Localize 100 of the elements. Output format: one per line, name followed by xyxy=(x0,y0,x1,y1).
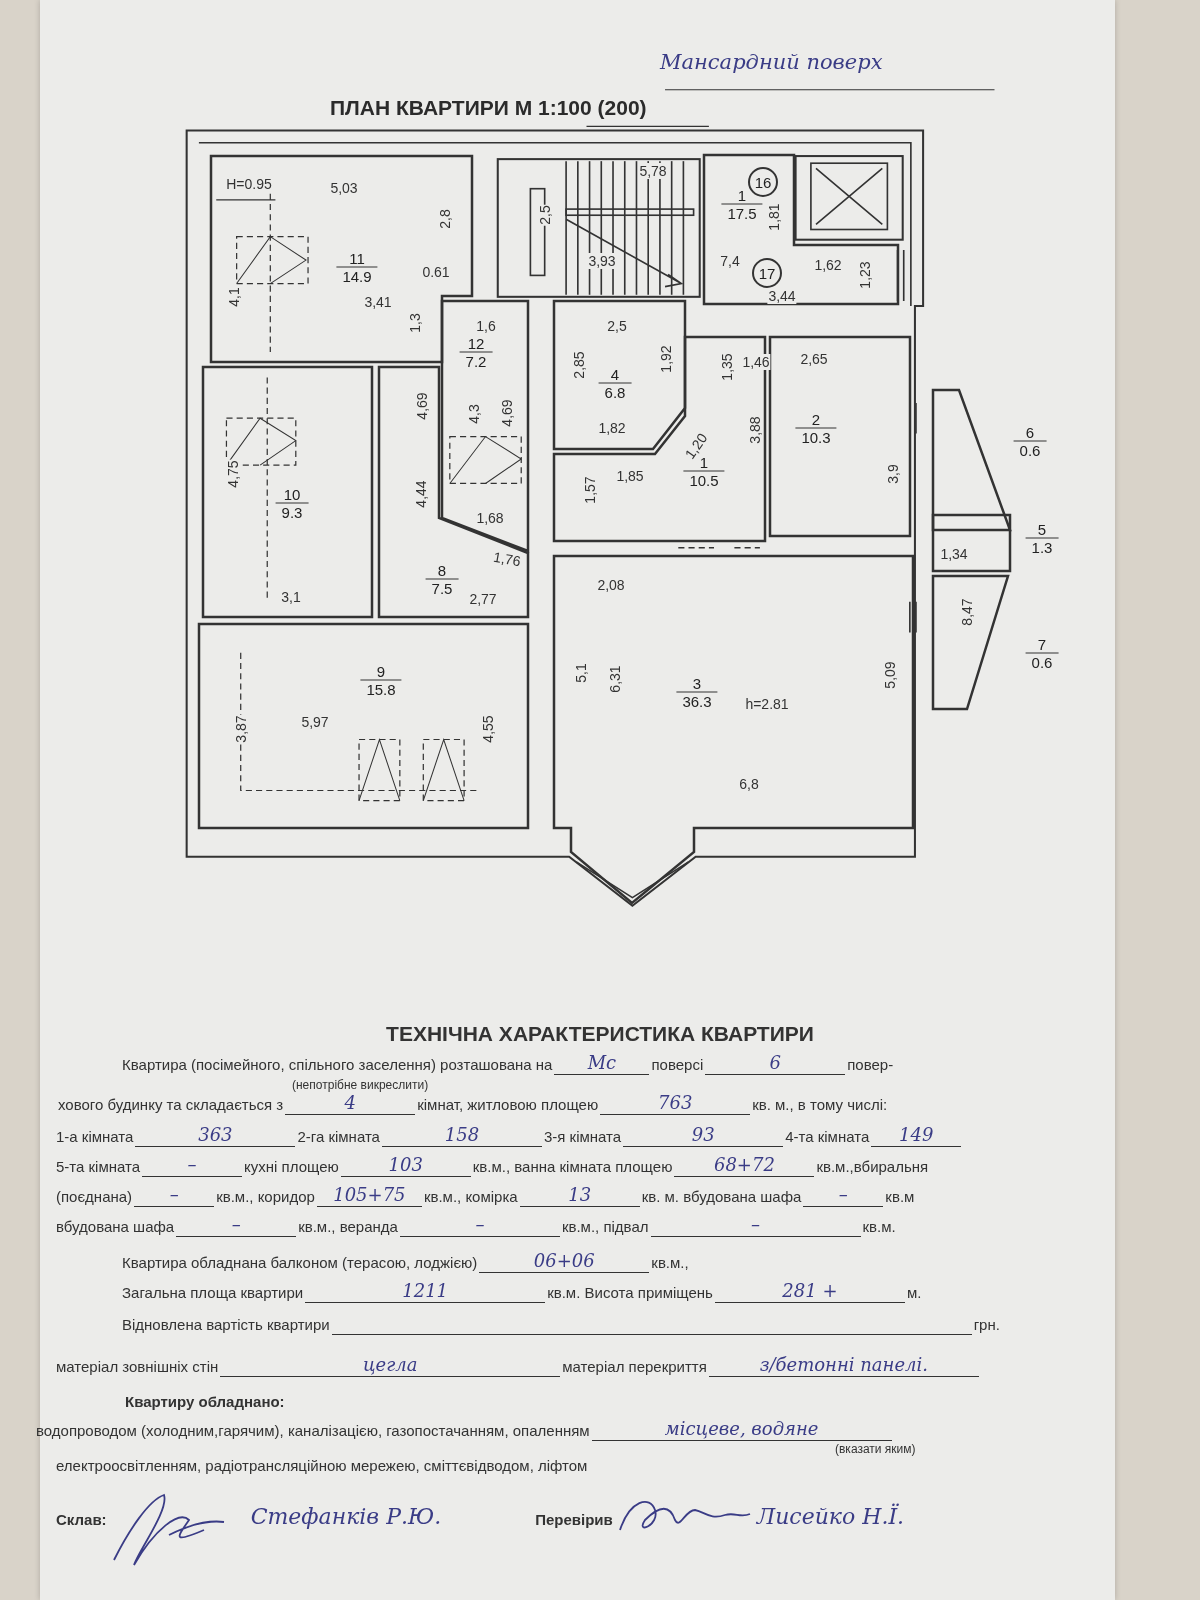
dimension-label: 1,57 xyxy=(582,475,598,505)
dimension-label: 6,8 xyxy=(738,776,760,792)
dimension-label: 4,69 xyxy=(414,391,430,421)
room-number: 3 xyxy=(692,674,702,692)
fill-in-line: 149 xyxy=(871,1124,962,1147)
fill-in-line: 06+06 xyxy=(479,1250,650,1273)
form-text: кв.м., коридор xyxy=(216,1187,315,1207)
circle-marker xyxy=(748,167,778,197)
form-text: 1-а кімната xyxy=(56,1127,134,1147)
dimension-label: 3,88 xyxy=(747,415,763,445)
form-text: водопроводом (холодним,гарячим), каналізацією, газопостачанням, опаленням xyxy=(36,1421,590,1441)
fill-in-line: місцеве, водяне xyxy=(591,1418,892,1441)
form-text: кв.м. Висота приміщень xyxy=(547,1283,713,1303)
dimension-label: 1,3 xyxy=(407,312,423,334)
form-text: 5-та кімната xyxy=(56,1157,141,1177)
dimension-label: 8,47 xyxy=(959,597,975,627)
dimension-label: 2,85 xyxy=(571,350,587,380)
dimension-label: H=0.95 xyxy=(225,176,273,192)
fill-in-line: цегла xyxy=(220,1354,561,1377)
dimension-label: 1,23 xyxy=(857,260,873,290)
dimension-label: 1,68 xyxy=(475,510,505,526)
fill-in-line: Мс xyxy=(554,1052,650,1075)
form-text: Перевірив xyxy=(535,1510,613,1530)
dimension-label: 3,9 xyxy=(885,463,901,485)
fill-in-line: – xyxy=(134,1184,215,1207)
dimension-label: 3,44 xyxy=(767,288,797,304)
form-note: (вказати яким) xyxy=(835,1442,916,1456)
form-text: кв.м., комірка xyxy=(423,1187,518,1207)
room-number: 6 xyxy=(1025,423,1035,441)
dimension-label: 1,92 xyxy=(658,344,674,374)
dimension-label: 4,69 xyxy=(499,398,515,428)
room-area: 36.3 xyxy=(676,691,718,710)
dimension-label: 5,03 xyxy=(329,180,359,196)
room xyxy=(442,301,528,551)
dimension-label: 3,41 xyxy=(363,294,393,310)
room-number: 5 xyxy=(1037,520,1047,538)
signature-name: Лисейко Н.Ї. xyxy=(756,1504,905,1530)
room-number: 9 xyxy=(376,662,386,680)
form-text: поверсі xyxy=(651,1055,704,1075)
form-text: Квартиру обладнано: xyxy=(125,1392,285,1412)
form-text: кухні площею xyxy=(244,1157,339,1177)
fill-in-line: – xyxy=(142,1154,243,1177)
form-text: м. xyxy=(906,1283,922,1303)
form-text: кв.м., підвал xyxy=(561,1217,649,1237)
dimension-label: 5,78 xyxy=(638,163,668,179)
dimension-label: 4,75 xyxy=(225,459,241,489)
form-text: матеріал зовнішніх стін xyxy=(56,1357,219,1377)
room-area: 7.5 xyxy=(425,578,459,597)
room-area: 15.8 xyxy=(360,679,402,698)
form-text: Загальна площа квартири xyxy=(122,1283,304,1303)
dimension-label: 1,6 xyxy=(475,318,497,334)
fill-in-line: 93 xyxy=(623,1124,784,1147)
room xyxy=(554,556,913,903)
dimension-label: 5,97 xyxy=(300,714,330,730)
room-number: 2 xyxy=(811,410,821,428)
marker-number: 17 xyxy=(758,264,776,282)
room-number: 1 xyxy=(737,186,747,204)
room-number: 11 xyxy=(349,249,365,267)
fill-in-line: 68+72 xyxy=(674,1154,815,1177)
form-text: хового будинку та складається з xyxy=(58,1095,284,1115)
room-number: 10 xyxy=(283,485,301,503)
room xyxy=(203,367,372,617)
dimension-label: 2,8 xyxy=(437,208,453,230)
form-text: кв. м. вбудована шафа xyxy=(641,1187,802,1207)
room xyxy=(379,367,528,617)
dimension-label: 0.61 xyxy=(421,264,451,280)
fill-in-line: – xyxy=(399,1214,560,1237)
dimension-label: 1,81 xyxy=(766,202,782,232)
fill-in-line: 281 + xyxy=(714,1280,905,1303)
fill-in-line: – xyxy=(650,1214,861,1237)
room-number: 7 xyxy=(1037,635,1047,653)
fill-in-line: 103 xyxy=(340,1154,471,1177)
room-area: 17.5 xyxy=(721,203,763,222)
fill-in-line: 105+75 xyxy=(316,1184,422,1207)
room-area: 10.5 xyxy=(683,470,725,489)
handwritten-note: Мансардний поверх xyxy=(660,50,883,74)
room-area: 1.3 xyxy=(1025,537,1059,556)
dimension-label: 1,34 xyxy=(939,546,969,562)
dimension-label: 2,5 xyxy=(537,204,553,226)
form-text: кв.м xyxy=(885,1187,915,1207)
form-text: 2-га кімната xyxy=(297,1127,380,1147)
room-number: 4 xyxy=(610,365,620,383)
form-text: кв.м., xyxy=(651,1253,689,1273)
form-text: кв.м.,вбиральня xyxy=(816,1157,929,1177)
form-text: грн. xyxy=(973,1315,1000,1335)
form-text: Квартира обладнана балконом (терасою, лоджією) xyxy=(122,1253,478,1273)
room xyxy=(770,337,910,536)
fill-in-line: 763 xyxy=(600,1092,751,1115)
form-text: кв. м., в тому числі: xyxy=(752,1095,888,1115)
form-text: Склав: xyxy=(56,1510,107,1530)
fill-in-line: 13 xyxy=(519,1184,640,1207)
room xyxy=(199,624,528,828)
signature-name: Стефанків Р.Ю. xyxy=(250,1504,442,1530)
dimension-label: 2,65 xyxy=(799,351,829,367)
fill-in-line: з/бетонні панелі. xyxy=(708,1354,979,1377)
dimension-label: 1,35 xyxy=(719,352,735,382)
room-number: 8 xyxy=(437,561,447,579)
form-text: електроосвітленням, радіотрансляційною мережею, сміттєвідводом, ліфтом xyxy=(56,1456,588,1476)
dimension-label: 6,31 xyxy=(607,664,623,694)
dimension-label: 2,5 xyxy=(606,318,628,334)
